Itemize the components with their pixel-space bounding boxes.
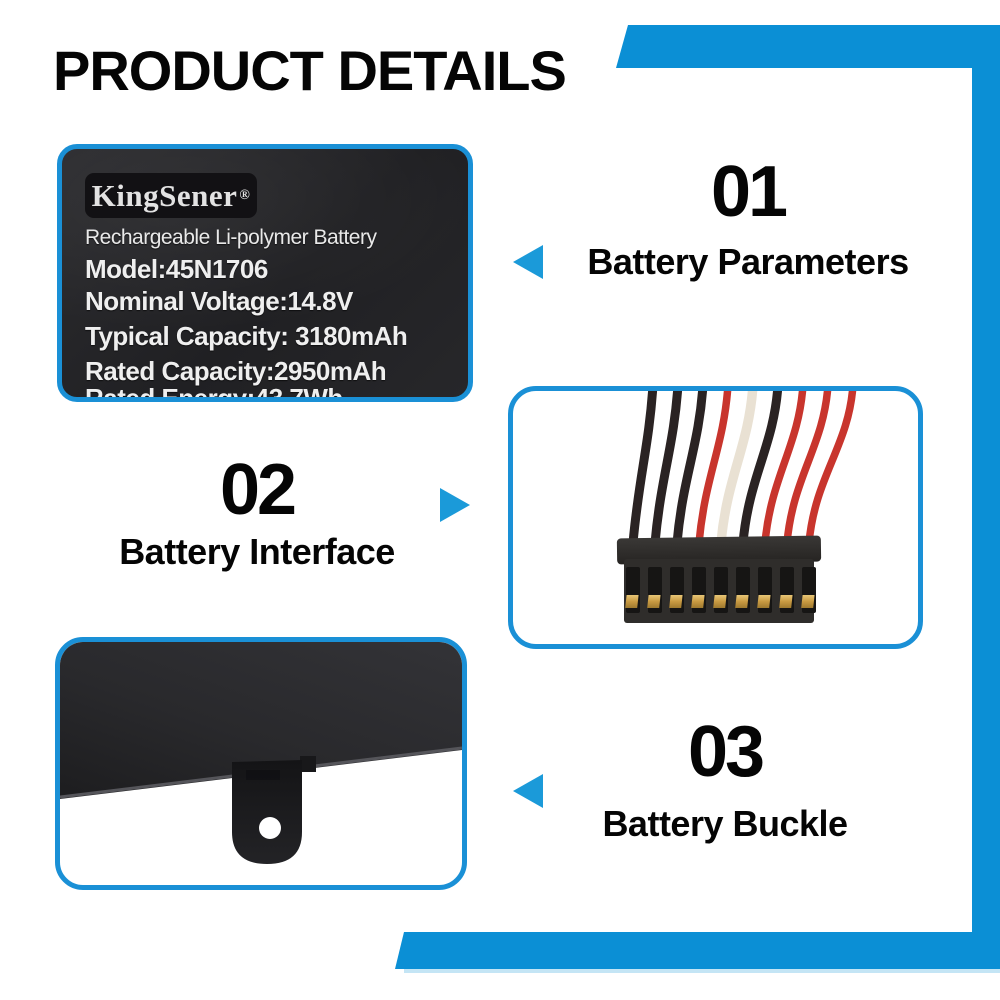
battery-model-line: Model:45N1706 [85, 254, 268, 284]
section-battery-parameters: 01 Battery Parameters [568, 156, 928, 280]
battery-buckle-photo [60, 642, 462, 864]
arrow-right-icon [440, 488, 470, 522]
arrow-left-icon [513, 245, 543, 279]
battery-connector-photo [616, 391, 857, 623]
battery-label-photo-panel: KingSener® Rechargeable Li-polymer Batte… [57, 144, 473, 402]
battery-typical-capacity-line: Typical Capacity: 3180mAh [85, 321, 408, 351]
section-battery-interface: 02 Battery Interface [77, 454, 437, 570]
bottom-accent-bar [395, 932, 1000, 969]
section-number: 02 [219, 450, 297, 530]
battery-rated-energy-line-clipped: Rated Energy:43.7Wh [85, 383, 343, 402]
section-label: Battery Parameters [587, 241, 909, 282]
top-accent-bar [616, 25, 1000, 68]
section-number: 01 [710, 152, 788, 232]
battery-connector-photo-panel [508, 386, 923, 649]
section-number: 03 [687, 712, 765, 792]
battery-buckle-photo-panel [55, 637, 467, 890]
bottom-accent-underline [404, 969, 1000, 973]
brand-name: KingSener [91, 177, 238, 213]
section-label: Battery Interface [119, 531, 395, 572]
section-battery-buckle: 03 Battery Buckle [545, 716, 905, 842]
page-title: PRODUCT DETAILS [53, 39, 567, 102]
arrow-left-icon [513, 774, 543, 808]
section-label: Battery Buckle [602, 803, 848, 844]
battery-type-line: Rechargeable Li-polymer Battery [85, 226, 377, 249]
brand-logo-sticker: KingSener® [85, 173, 257, 218]
battery-rated-capacity-line: Rated Capacity:2950mAh [85, 356, 387, 386]
battery-voltage-line: Nominal Voltage:14.8V [85, 286, 353, 316]
right-accent-bar [972, 25, 1000, 969]
